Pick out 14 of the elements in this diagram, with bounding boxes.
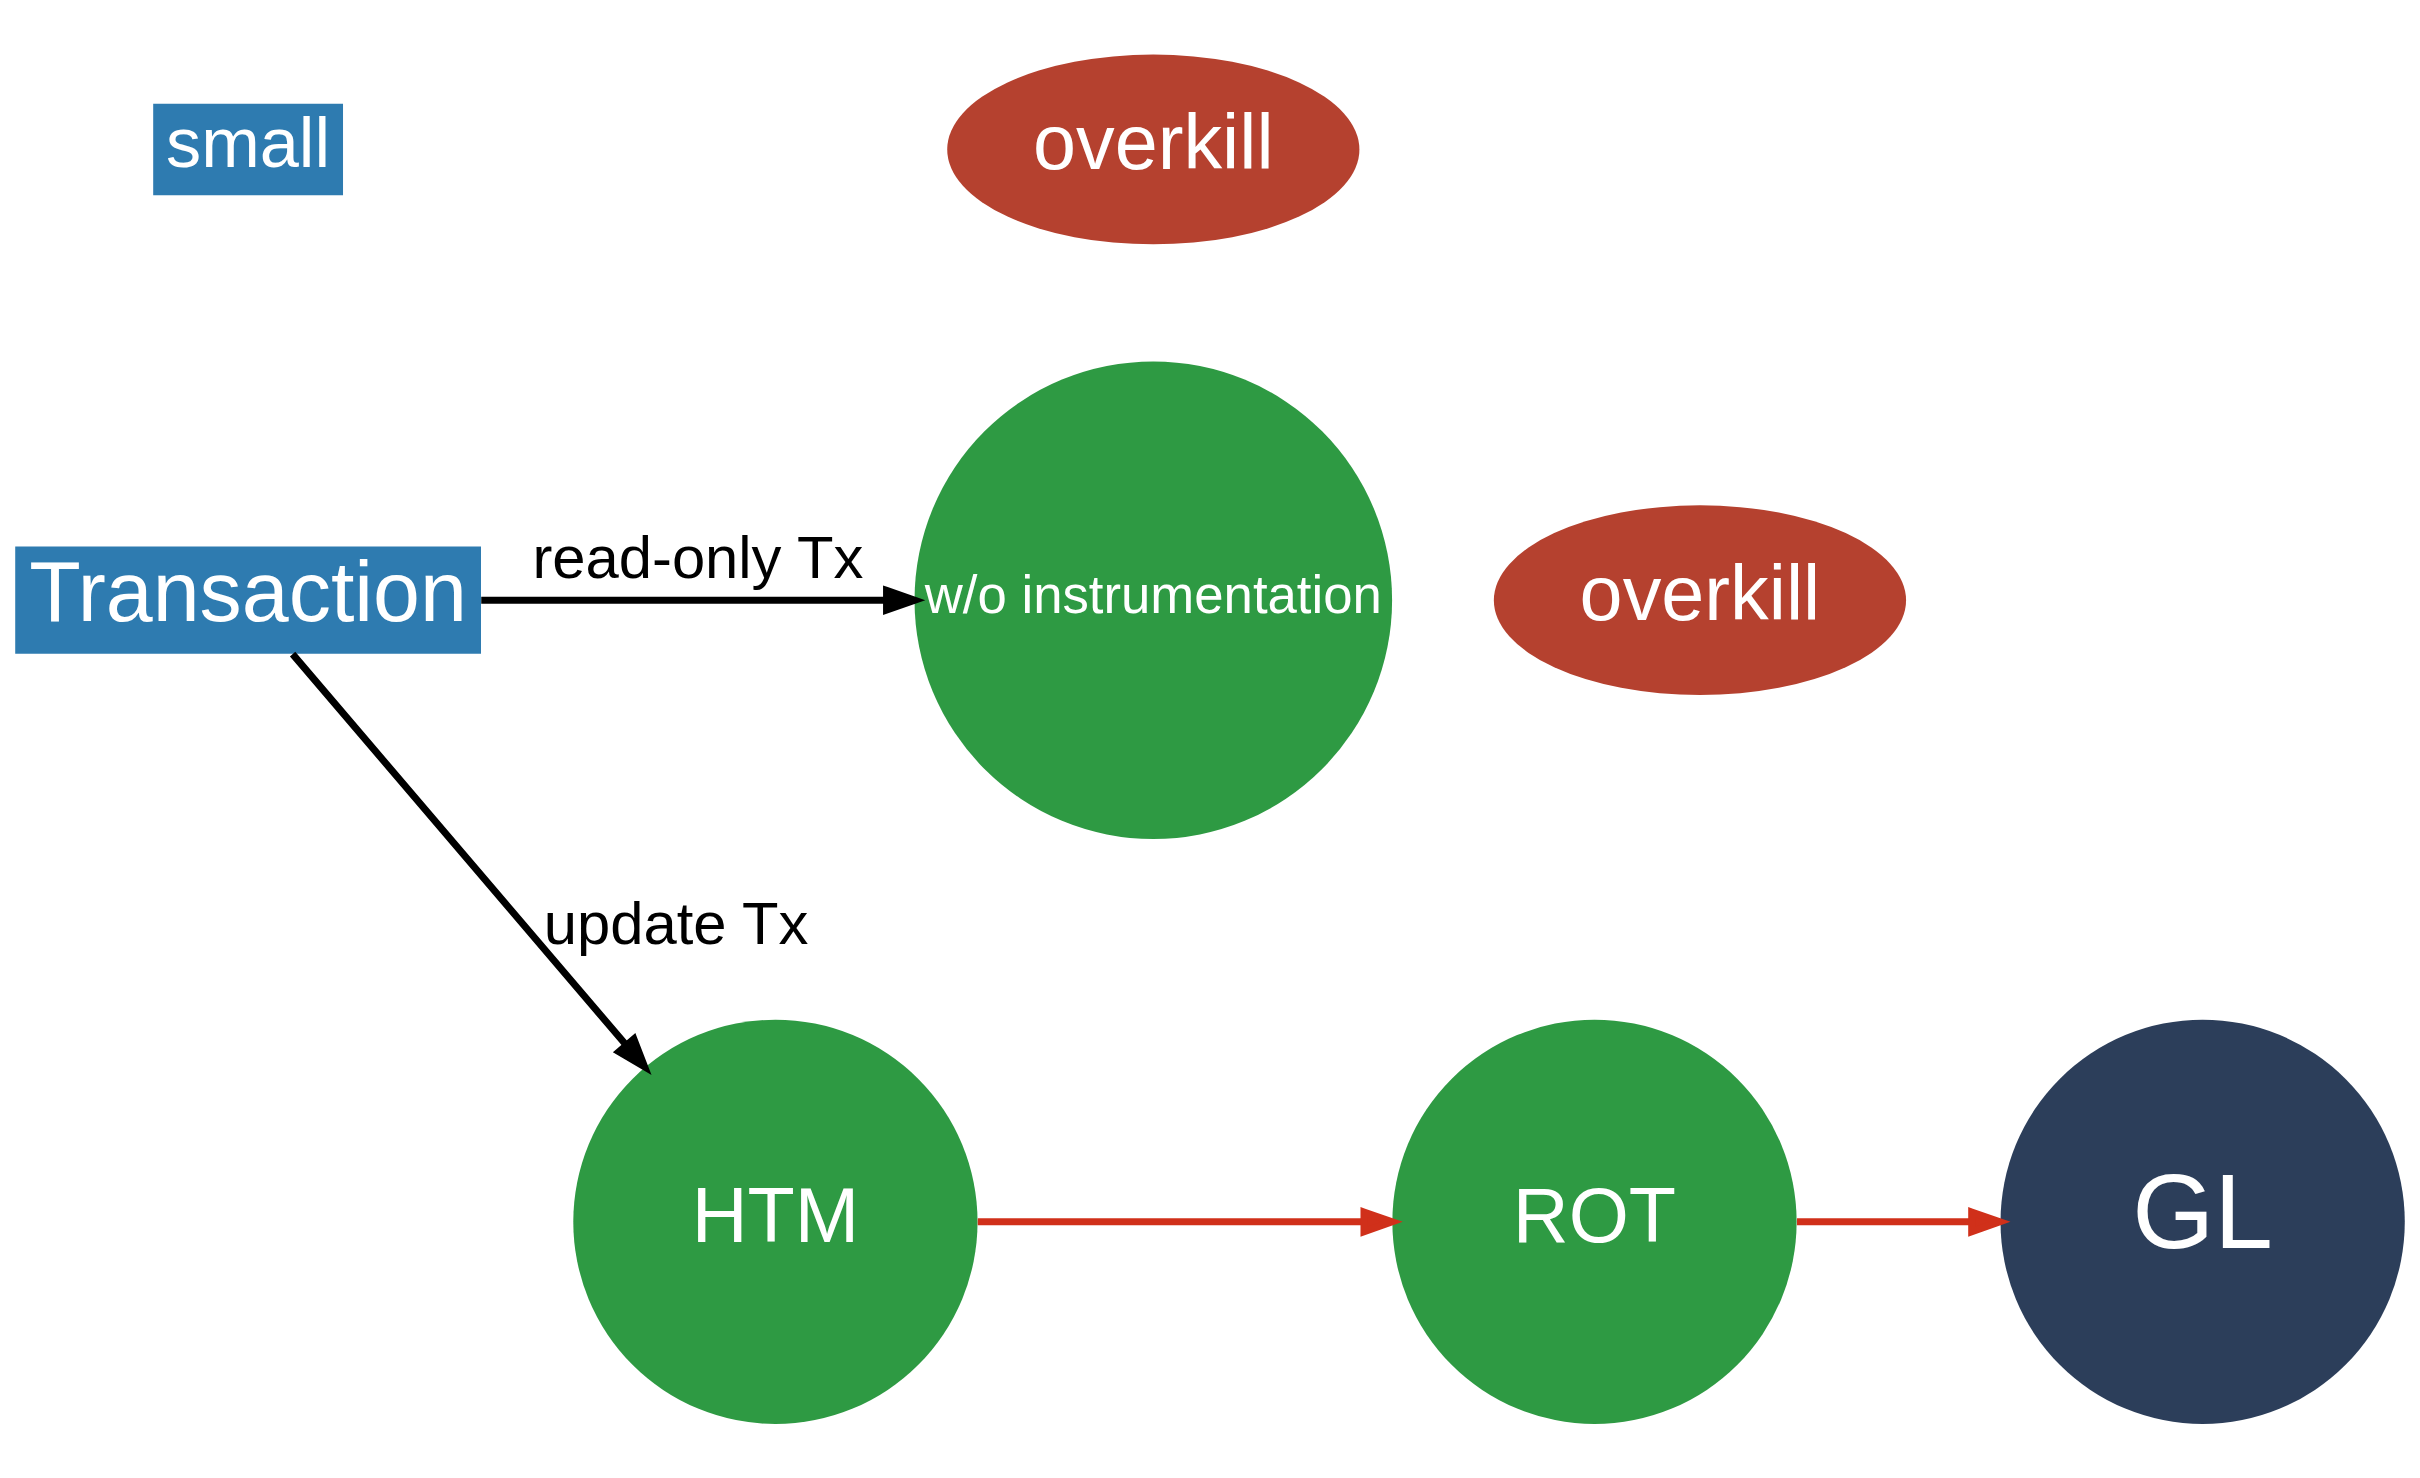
node-circle: HTM [573,1019,978,1424]
arrow [481,584,926,615]
edge-label: update Tx [543,889,809,957]
edge-label: read-only Tx [532,523,864,591]
node-box: small [153,103,343,195]
arrow [977,1206,1403,1237]
node-circle: ROT [1392,1019,1797,1424]
node-box: Transaction [15,546,481,654]
arrow [1797,1206,2011,1237]
node-ellipse: overkill [1493,504,1907,695]
node-ellipse: overkill [947,54,1360,244]
node-circle: w/o instrumentation [914,360,1393,839]
arrow [289,651,652,1075]
node-circle: GL [2000,1019,2405,1424]
